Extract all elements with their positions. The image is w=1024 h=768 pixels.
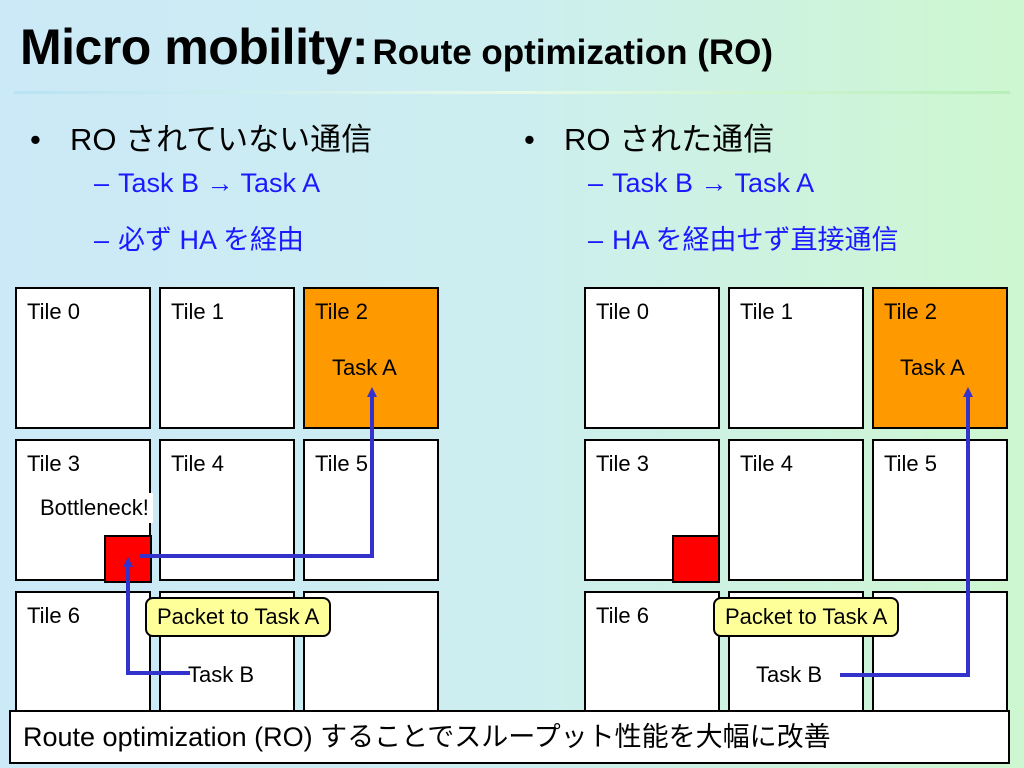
right-tile-6-label: Tile 6 <box>596 603 649 628</box>
right-sub-1: –Task B → Task A <box>588 168 814 199</box>
right-sub-2: –HA を経由せず直接通信 <box>588 218 899 257</box>
left-task-a: Task A <box>332 355 397 380</box>
right-tile-4-label: Tile 4 <box>740 451 793 476</box>
title-divider <box>14 91 1010 94</box>
right-tile-0-label: Tile 0 <box>596 299 649 324</box>
left-sub-2-text: 必ず HA を経由 <box>118 225 305 255</box>
footer-summary: Route optimization (RO) することでスループット性能を大幅… <box>9 710 1010 764</box>
left-tile-1-label: Tile 1 <box>171 299 224 324</box>
slide-title: Micro mobility: Route optimization (RO) <box>20 18 773 76</box>
left-tile-2-label: Tile 2 <box>315 299 368 324</box>
right-packet-label: Packet to Task A <box>713 597 900 637</box>
right-tile-2-label: Tile 2 <box>884 299 937 324</box>
left-tile-6-label: Tile 6 <box>27 603 80 628</box>
right-sub-1-text: Task B → Task A <box>612 168 815 198</box>
bullet-dot-icon: • <box>30 122 41 157</box>
bullet-dot-icon: • <box>524 122 535 157</box>
left-tile-0-label: Tile 0 <box>27 299 80 324</box>
right-sub-2-text: HA を経由せず直接通信 <box>612 225 899 255</box>
dash-icon: – <box>588 225 604 255</box>
left-sub-1: –Task B → Task A <box>94 168 320 199</box>
left-packet-label: Packet to Task A <box>145 597 332 637</box>
left-task-b: Task B <box>188 662 255 687</box>
left-bullet: • RO されていない通信 <box>30 114 372 159</box>
dash-icon: – <box>588 168 604 198</box>
title-main: Micro mobility: <box>20 19 369 75</box>
right-bullet-text: RO された通信 <box>564 122 775 157</box>
right-bullet: • RO された通信 <box>524 114 774 159</box>
right-tile-0 <box>584 287 720 429</box>
left-tile-5-label: Tile 5 <box>315 451 368 476</box>
dash-icon: – <box>94 225 110 255</box>
right-tile-1-label: Tile 1 <box>740 299 793 324</box>
left-tile-3-label: Tile 3 <box>27 451 80 476</box>
left-bullet-text: RO されていない通信 <box>70 122 373 157</box>
left-sub-2: –必ず HA を経由 <box>94 218 304 257</box>
left-tile-0 <box>15 287 151 429</box>
left-ha-node <box>104 535 152 583</box>
left-tile-4-label: Tile 4 <box>171 451 224 476</box>
right-tile-6 <box>584 591 720 733</box>
right-task-a: Task A <box>900 355 965 380</box>
bottleneck-label: Bottleneck! <box>36 493 153 523</box>
dash-icon: – <box>94 168 110 198</box>
right-task-b: Task B <box>756 662 823 687</box>
left-sub-1-text: Task B → Task A <box>118 168 321 198</box>
title-sub: Route optimization (RO) <box>372 33 774 72</box>
right-tile-5-label: Tile 5 <box>884 451 937 476</box>
right-ha-node <box>672 535 720 583</box>
right-tile-3-label: Tile 3 <box>596 451 649 476</box>
